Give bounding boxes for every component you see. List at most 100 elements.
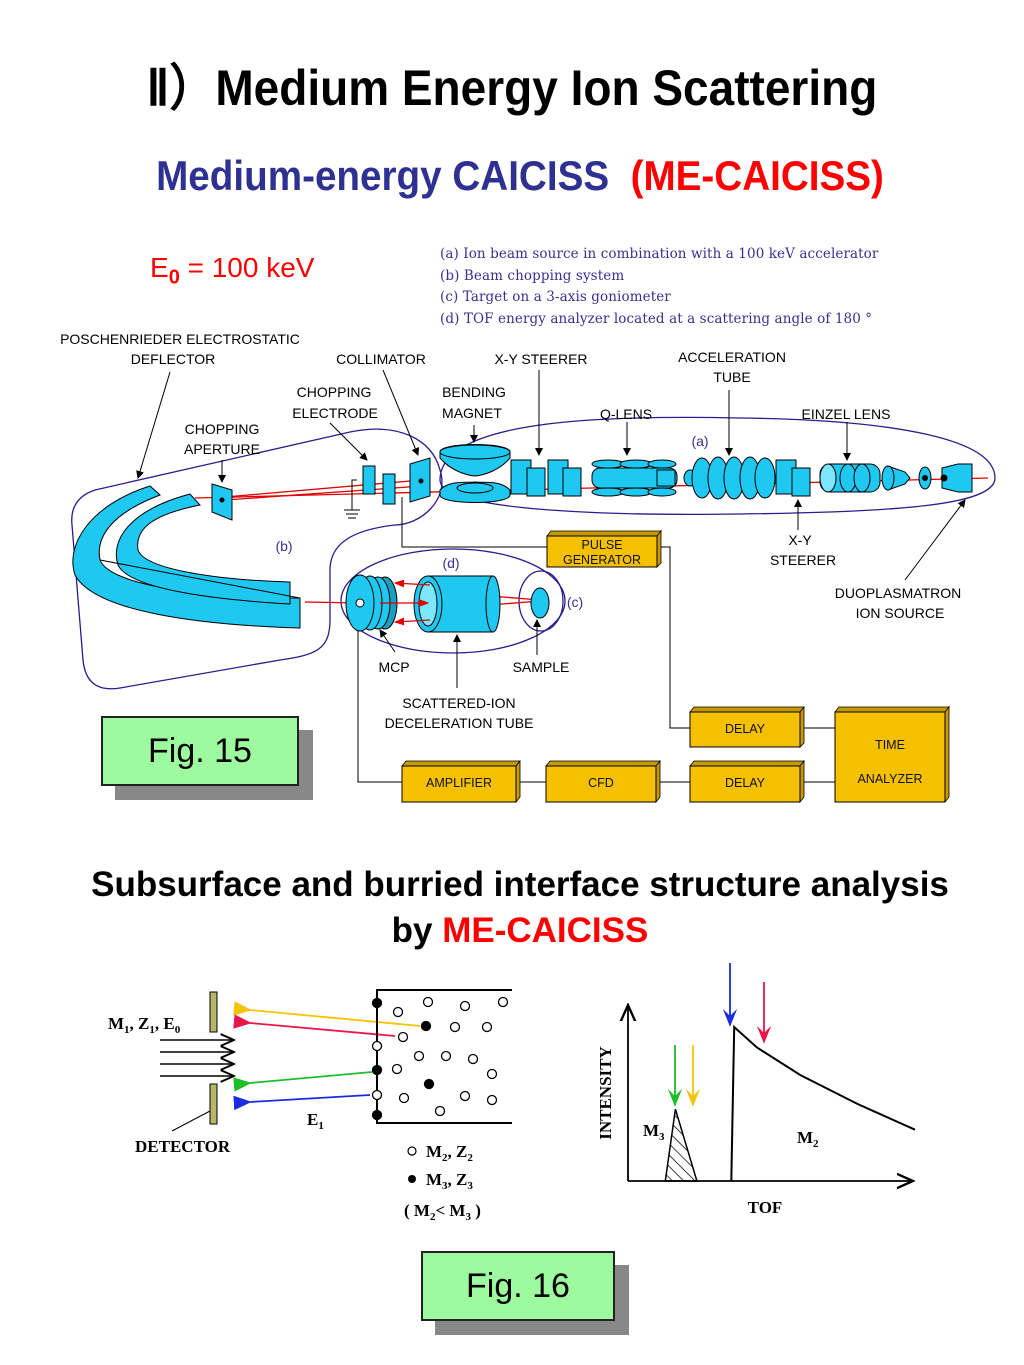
detector-slit-bottom xyxy=(209,1083,218,1125)
chopping-electrode-2 xyxy=(382,473,396,505)
label-mcp: MCP xyxy=(378,659,409,675)
time-analyzer-box: TIME ANALYZER xyxy=(834,705,950,804)
energy-symbol: E xyxy=(150,252,169,283)
page-title: Ⅱ）Medium Energy Ion Scattering xyxy=(146,60,878,116)
page-subtitle: Medium-energy CAICISS (ME-CAICISS) xyxy=(42,152,999,200)
surface-atoms xyxy=(371,997,383,1121)
label-chopping-aperture-2: APERTURE xyxy=(184,441,260,457)
fig15-labels: POSCHENRIEDER ELECTROSTATIC DEFLECTOR CO… xyxy=(60,331,961,731)
detector-label: DETECTOR xyxy=(135,1137,231,1156)
incident-beam-arrows xyxy=(160,1040,234,1076)
region-b-outline xyxy=(71,428,443,690)
xy-steerer-top xyxy=(510,459,582,497)
label-region-d: (d) xyxy=(442,555,459,571)
pulse-generator-label-1: PULSE xyxy=(582,538,623,552)
section2-highlight: ME-CAICISS xyxy=(442,911,649,950)
beam-label: M1, Z1, E0 xyxy=(108,1014,181,1036)
beam-energy-label: E0 = 100 keV xyxy=(150,252,314,290)
label-region-a: (a) xyxy=(691,433,708,449)
cfd-label: CFD xyxy=(588,776,614,790)
label-sample: SAMPLE xyxy=(513,659,570,675)
region-a-outline xyxy=(439,416,996,515)
legend-item-b: (b) Beam chopping system xyxy=(440,267,625,284)
ground-symbol xyxy=(344,479,360,519)
open-atoms-m2 xyxy=(391,996,509,1117)
delay-box-bottom: DELAY xyxy=(689,759,805,804)
acceleration-tube xyxy=(683,456,776,500)
m3-annotation: M3 xyxy=(643,1121,665,1143)
signal-wires xyxy=(357,497,835,783)
fig15-apparatus-diagram: PULSE GENERATOR DELAY TIME ANALYZER AMPL… xyxy=(60,331,996,804)
subtitle-method: Medium-energy CAICISS xyxy=(156,152,610,199)
energy-value: = 100 keV xyxy=(179,252,315,283)
poschenrieder-deflector xyxy=(72,485,301,629)
amplifier-label: AMPLIFIER xyxy=(426,776,492,790)
label-bending-2: MAGNET xyxy=(442,405,502,421)
yellow-scatter-arrow xyxy=(233,1001,421,1027)
green-scatter-arrow xyxy=(233,1071,373,1092)
x-axis-label: TOF xyxy=(748,1198,783,1217)
legend-item-a: (a) Ion beam source in combination with … xyxy=(440,246,879,262)
chopping-electrode-1 xyxy=(362,465,376,495)
energy-subscript: 0 xyxy=(168,266,180,289)
cfd-box: CFD xyxy=(545,759,661,804)
fig16-labels: M1, Z1, E0 DETECTOR E1 M2, Z2 M3, Z3 ( M… xyxy=(108,1014,819,1223)
fig15-caption: Fig. 15 xyxy=(101,716,299,786)
label-region-c: (c) xyxy=(567,594,583,610)
legend-item-d: (d) TOF energy analyzer located at a sca… xyxy=(440,310,873,327)
legend-relation-label: ( M2< M3 ) xyxy=(404,1201,481,1223)
time-analyzer-label-2: ANALYZER xyxy=(857,772,922,786)
region-c-outline xyxy=(518,570,564,632)
delay-box-top: DELAY xyxy=(689,705,805,748)
label-einzel: EINZEL LENS xyxy=(802,406,891,422)
label-chopping-electrode-2: ELECTRODE xyxy=(292,405,378,421)
time-analyzer-label-1: TIME xyxy=(875,738,905,752)
label-collimator: COLLIMATOR xyxy=(336,351,426,367)
section2-title-line2: by ME-CAICISS xyxy=(0,908,1024,954)
label-duoplasmatron-1: DUOPLASMATRON xyxy=(835,585,962,601)
sample-boundary xyxy=(376,989,512,1124)
filled-atoms-m3 xyxy=(420,1020,435,1090)
delay-top-label: DELAY xyxy=(725,722,766,736)
detector-pointer xyxy=(171,1110,211,1132)
section2-prefix: by xyxy=(391,911,443,950)
sample xyxy=(530,587,550,619)
legend-filled-label: M3, Z3 xyxy=(426,1170,473,1192)
label-duoplasmatron-2: ION SOURCE xyxy=(856,605,945,621)
delay-bottom-label: DELAY xyxy=(725,776,766,790)
detector-slit-top xyxy=(209,991,218,1033)
label-scattered-1: SCATTERED-ION xyxy=(402,695,515,711)
m2-curve xyxy=(730,1024,916,1182)
label-xy-steerer-top: X-Y STEERER xyxy=(494,351,587,367)
label-region-b: (b) xyxy=(275,538,292,554)
pulse-generator-label-2: GENERATOR xyxy=(563,553,641,567)
amplifier-box: AMPLIFIER xyxy=(401,759,521,804)
section2-title-line1: Subsurface and burried interface structu… xyxy=(91,865,949,904)
blue-scatter-arrow xyxy=(233,1094,371,1111)
fig16-caption: Fig. 16 xyxy=(421,1251,615,1321)
q-lens xyxy=(591,459,678,497)
duoplasmatron-source xyxy=(918,463,973,493)
legend-open-label: M2, Z2 xyxy=(426,1142,473,1164)
label-poschenrieder-1: POSCHENRIEDER ELECTROSTATIC xyxy=(60,331,300,347)
legend-filled-marker xyxy=(408,1175,416,1183)
xy-steerer-bottom xyxy=(775,459,811,497)
label-qlens: Q-LENS xyxy=(600,406,652,422)
m2-annotation: M2 xyxy=(797,1128,819,1150)
label-chopping-aperture-1: CHOPPING xyxy=(185,421,260,437)
region-d-outline xyxy=(340,548,566,654)
label-bending-1: BENDING xyxy=(442,384,506,400)
pointer-arrows xyxy=(136,369,966,688)
label-acceleration-2: TUBE xyxy=(713,369,750,385)
legend-item-c: (c) Target on a 3-axis goniometer xyxy=(440,289,671,306)
y-axis-label: INTENSITY xyxy=(596,1046,615,1140)
pulse-generator-box: PULSE GENERATOR xyxy=(546,529,662,568)
bending-magnet xyxy=(439,444,511,503)
atoms xyxy=(371,996,509,1121)
label-xy-steerer-bottom-1: X-Y xyxy=(788,532,812,548)
e1-label: E1 xyxy=(307,1110,324,1132)
fig15-legend: (a) Ion beam source in combination with … xyxy=(440,244,878,330)
legend-open-marker xyxy=(407,1146,417,1156)
label-poschenrieder-2: DEFLECTOR xyxy=(131,351,216,367)
label-xy-steerer-bottom-2: STEERER xyxy=(770,552,836,568)
